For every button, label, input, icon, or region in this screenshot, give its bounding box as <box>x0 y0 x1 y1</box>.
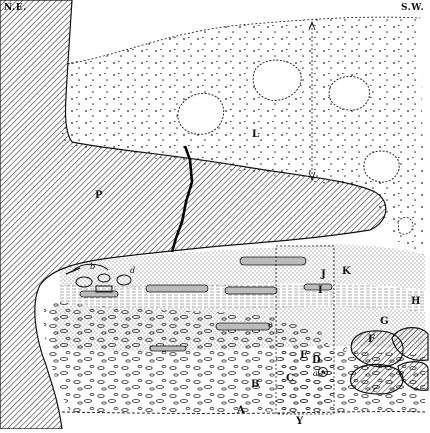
boulder-2 <box>252 59 302 101</box>
label-b: b <box>90 262 95 271</box>
label-J: J <box>320 269 326 280</box>
label-c-upper: c <box>343 345 348 354</box>
label-K: K <box>342 266 351 277</box>
measure-arrow-top <box>308 20 316 31</box>
stalagmite-lenses <box>79 256 333 352</box>
label-L: L <box>252 129 259 140</box>
section-Y <box>275 245 335 415</box>
rock-P <box>0 0 387 430</box>
label-F: F <box>368 334 375 345</box>
label-I: I <box>318 285 323 296</box>
label-d: d <box>130 266 135 275</box>
label-c-lower: c <box>373 385 378 394</box>
artefact-a <box>318 367 328 377</box>
label-P: P <box>95 190 103 201</box>
boulder-1 <box>177 93 225 135</box>
label-southwest: S.W. <box>401 3 424 13</box>
label-C: C <box>286 373 294 384</box>
artefacts-bd <box>65 263 132 293</box>
label-e: e <box>268 320 273 329</box>
deposit-L-outline <box>67 16 421 65</box>
boulder-3 <box>328 76 370 111</box>
label-E: E <box>300 350 308 361</box>
label-H: H <box>411 296 420 307</box>
label-northeast: N.E. <box>4 3 27 13</box>
fissure-crack <box>170 145 194 253</box>
label-B: B <box>251 379 259 390</box>
deposit-L <box>60 17 425 256</box>
measure-arrow-bottom <box>308 171 316 182</box>
boulder-5 <box>397 217 414 235</box>
label-Y: Y <box>295 416 304 427</box>
boulder-4 <box>363 150 400 183</box>
label-a: a <box>313 369 318 378</box>
boulders-F <box>350 327 429 395</box>
label-G: G <box>380 316 389 327</box>
floor-A <box>61 411 426 414</box>
label-D: D <box>312 355 321 366</box>
label-A: A <box>236 405 245 416</box>
artefact-a-core <box>321 370 325 374</box>
